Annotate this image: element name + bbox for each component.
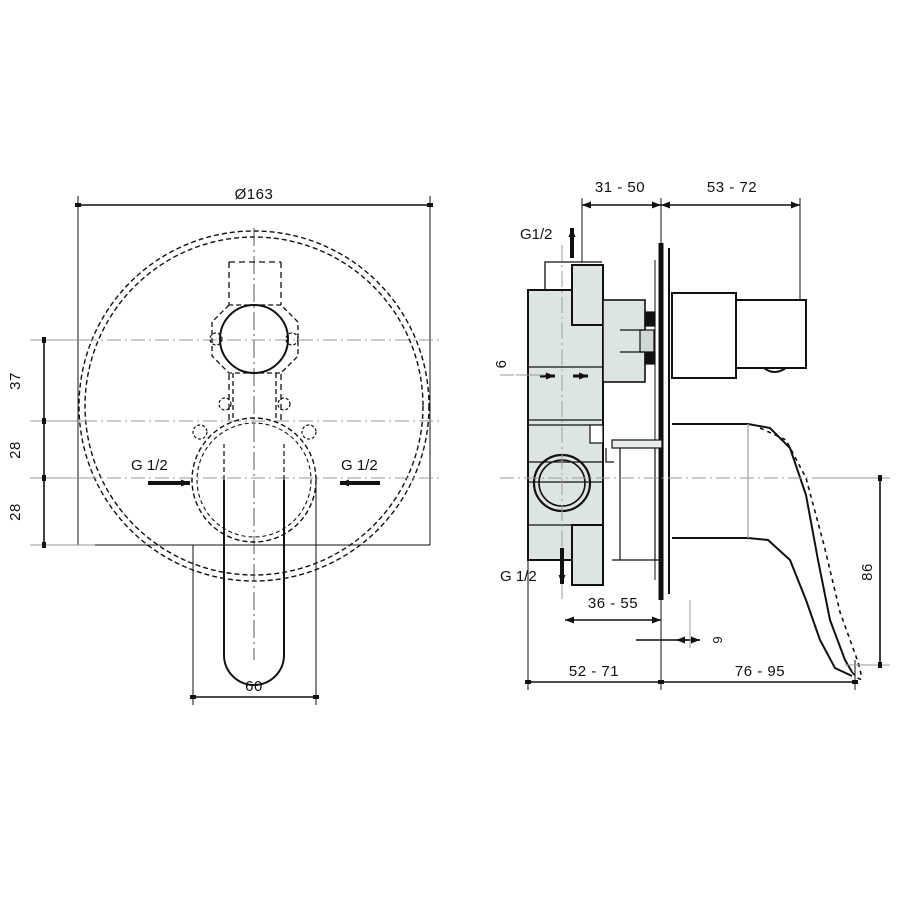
escutcheon-section: [671, 292, 807, 379]
lever-section: [672, 423, 863, 680]
dim-53-72: 53 - 72: [707, 179, 757, 196]
lower-fixing-holes: [192, 397, 317, 440]
inlet-bottom-label: G 1/2: [500, 568, 537, 585]
section-dim-36-55: 36 - 55: [527, 560, 662, 690]
section-top-dimensions: 31 - 50 53 - 72: [581, 179, 801, 300]
section-bottom-dimensions: 52 - 71 76 - 95: [525, 625, 858, 690]
center-lines: [35, 339, 440, 479]
inlet-top: G1/2: [520, 226, 576, 258]
dim-86: 86: [859, 563, 876, 581]
section-dim-9: 9: [636, 600, 725, 648]
dim-37: 37: [7, 372, 24, 390]
inlet-top-label: G1/2: [520, 226, 553, 243]
cartridge-hidden-outline: [228, 261, 282, 420]
dim-36-55: 36 - 55: [588, 595, 638, 612]
section-view: 31 - 50 53 - 72 G1/2 G 1/2 6 36 - 55: [493, 179, 890, 690]
dim-60: 60: [245, 678, 263, 695]
rough-in-detail: [605, 311, 663, 561]
diameter-label: Ø163: [235, 186, 274, 203]
fixing-hole-right: [285, 332, 299, 346]
diameter-dimension: Ø163: [75, 186, 433, 207]
inlet-right-label: G 1/2: [341, 457, 378, 474]
dim-28-lower: 28: [7, 503, 24, 521]
dim-9: 9: [710, 636, 725, 643]
section-height-dimension: 86: [820, 475, 890, 668]
dim-76-95: 76 - 95: [735, 663, 785, 680]
dim-28-upper: 28: [7, 441, 24, 459]
depth-dimension-6: 6: [493, 360, 545, 376]
dim-6: 6: [493, 360, 510, 369]
front-vertical-dimensions: 37 28 28: [7, 337, 95, 548]
lever-front: [223, 444, 285, 686]
front-bottom-dimension: 60: [190, 478, 319, 705]
cartridge-boss: [209, 304, 299, 374]
front-view: Ø163: [7, 186, 440, 705]
inlet-right: G 1/2: [340, 457, 380, 487]
dim-31-50: 31 - 50: [595, 179, 645, 196]
dim-52-71: 52 - 71: [569, 663, 619, 680]
fixing-hole-left: [209, 332, 223, 346]
inlet-left: G 1/2: [131, 457, 190, 487]
inlet-left-label: G 1/2: [131, 457, 168, 474]
